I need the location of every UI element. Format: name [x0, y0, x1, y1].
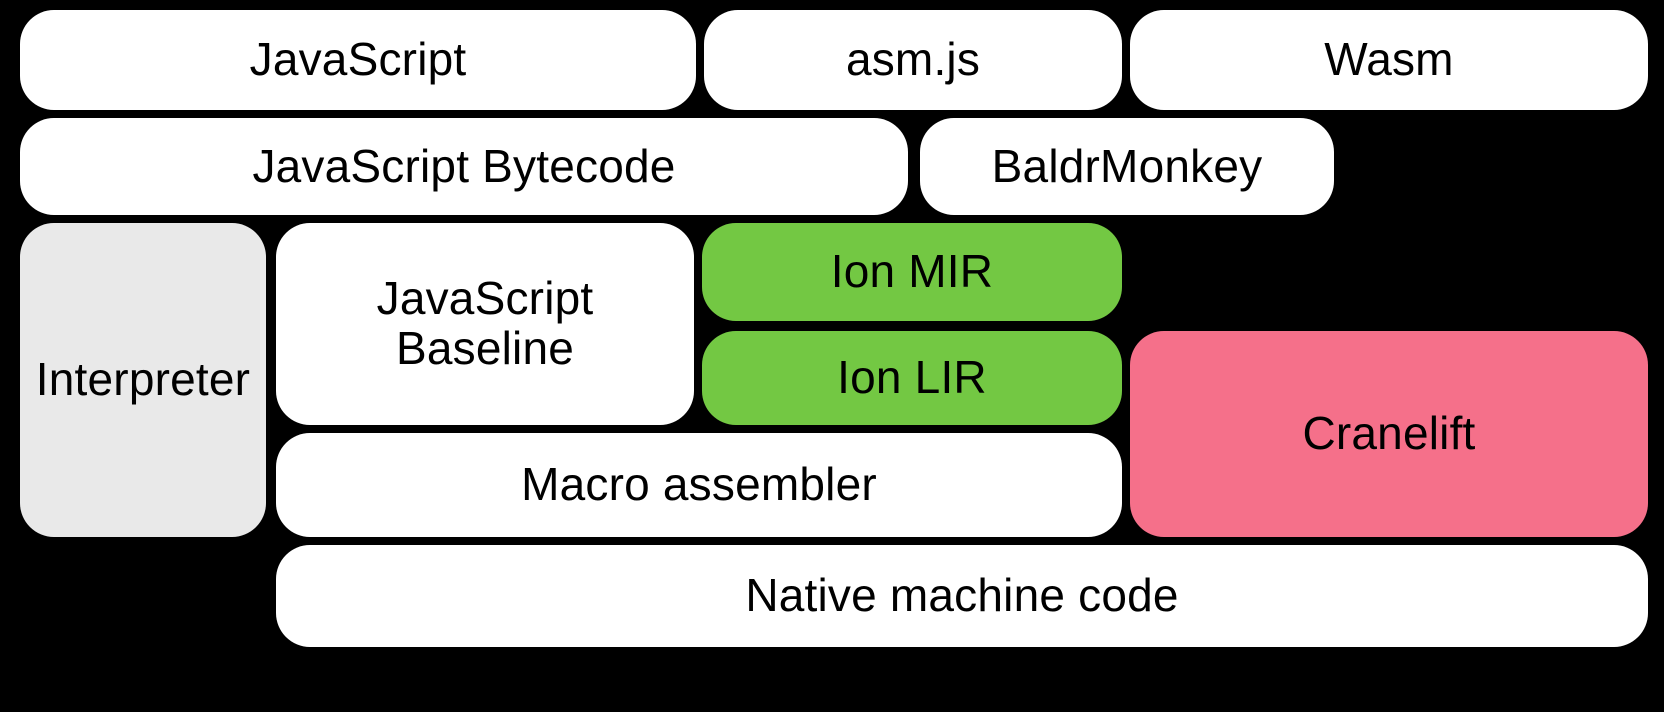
- node-label-asm-js: asm.js: [845, 33, 981, 86]
- node-label-ion-mir: Ion MIR: [830, 245, 994, 298]
- node-javascript[interactable]: JavaScript: [20, 10, 696, 110]
- node-label-cranelift: Cranelift: [1302, 407, 1476, 460]
- node-label-javascript-bytecode: JavaScript Bytecode: [252, 139, 676, 192]
- node-asm-js[interactable]: asm.js: [704, 10, 1122, 110]
- node-label-ion-lir: Ion LIR: [837, 351, 987, 404]
- node-ion-lir[interactable]: Ion LIR: [702, 331, 1122, 425]
- node-label-javascript-baseline: JavaScript Baseline: [376, 272, 594, 374]
- node-macro-assembler[interactable]: Macro assembler: [276, 433, 1122, 537]
- node-label-interpreter: Interpreter: [35, 353, 251, 406]
- node-label-native-machine-code: Native machine code: [745, 569, 1179, 622]
- node-label-wasm: Wasm: [1324, 33, 1454, 86]
- node-javascript-bytecode[interactable]: JavaScript Bytecode: [20, 118, 908, 215]
- node-wasm[interactable]: Wasm: [1130, 10, 1648, 110]
- node-label-macro-assembler: Macro assembler: [521, 458, 877, 511]
- node-cranelift[interactable]: Cranelift: [1130, 331, 1648, 537]
- node-label-javascript: JavaScript: [249, 33, 467, 86]
- node-native-machine-code[interactable]: Native machine code: [276, 545, 1648, 647]
- node-label-baldrmonkey: BaldrMonkey: [991, 139, 1263, 192]
- node-interpreter[interactable]: Interpreter: [20, 223, 266, 537]
- node-baldrmonkey[interactable]: BaldrMonkey: [920, 118, 1334, 215]
- node-ion-mir[interactable]: Ion MIR: [702, 223, 1122, 321]
- node-javascript-baseline[interactable]: JavaScript Baseline: [276, 223, 694, 425]
